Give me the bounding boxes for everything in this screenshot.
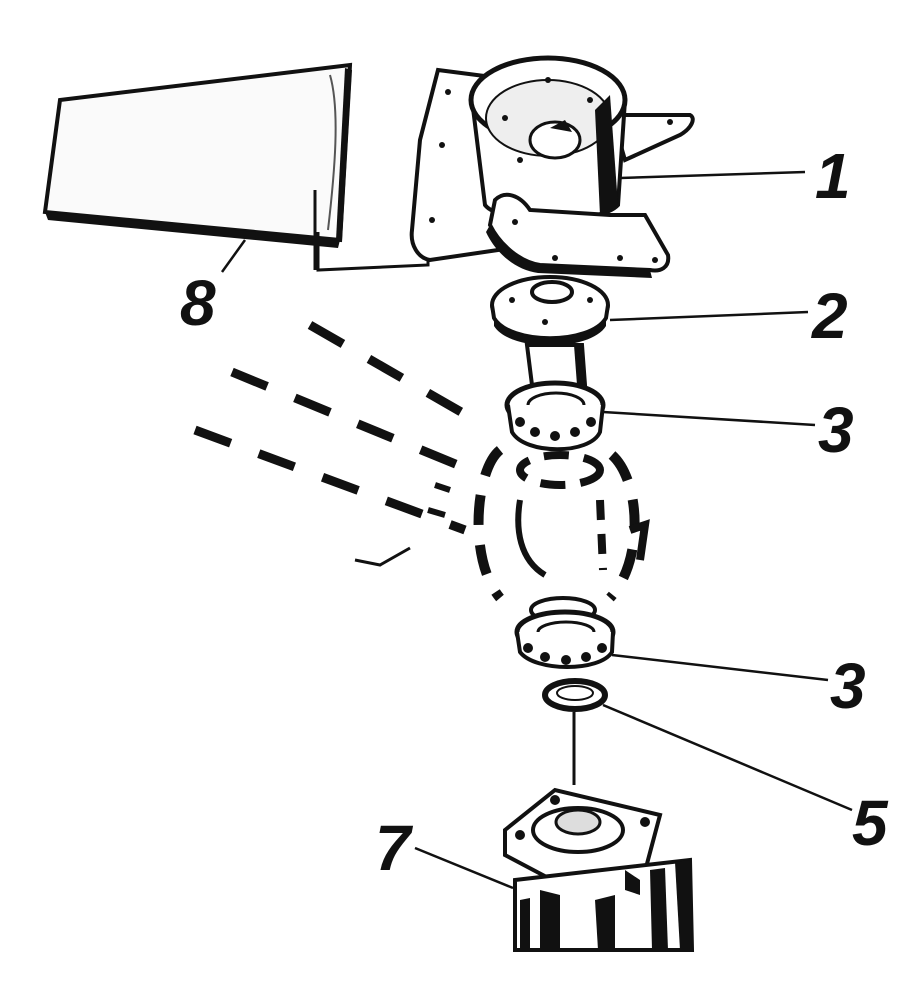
- callout-1: 1: [815, 140, 851, 212]
- upper-ball-bearing: [504, 380, 606, 452]
- leader-lines: [220, 170, 853, 890]
- vane-blade: [42, 62, 353, 270]
- callout-3-lower: 3: [830, 650, 866, 722]
- bearing-flange: [490, 275, 610, 346]
- callout-8: 8: [180, 267, 216, 339]
- callout-2: 2: [811, 280, 848, 352]
- callout-3-upper: 3: [818, 394, 854, 466]
- hub-housing: [409, 55, 695, 278]
- retaining-ring: [542, 678, 608, 712]
- callout-5: 5: [852, 787, 889, 859]
- rotor-shaft-upper: [524, 343, 588, 387]
- generator-housing: [503, 787, 695, 952]
- lower-ball-bearing: [514, 596, 616, 669]
- callout-7: 7: [375, 812, 414, 884]
- rotor-hub-ghost: [193, 321, 650, 602]
